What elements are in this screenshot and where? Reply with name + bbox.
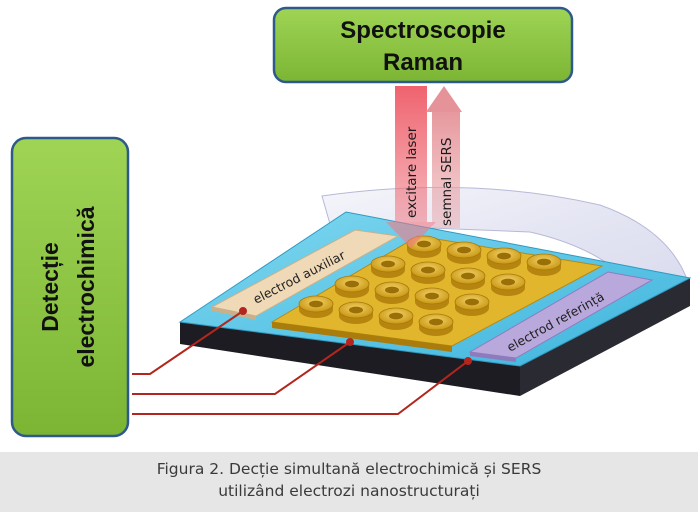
nanoring bbox=[414, 287, 450, 310]
wire-auxiliary bbox=[132, 310, 244, 375]
nanoring bbox=[486, 247, 522, 270]
substrate-side-front bbox=[180, 322, 520, 396]
electro-title-line2: electrochimică bbox=[73, 206, 99, 367]
substrate-side-right bbox=[520, 278, 690, 396]
nanoring bbox=[454, 293, 490, 316]
caption-line1: Figura 2. Decție simultană electrochimic… bbox=[156, 460, 542, 478]
wire-working bbox=[132, 341, 351, 395]
laser-excitation-label: excitare laser bbox=[404, 126, 420, 218]
nanoring bbox=[374, 281, 410, 304]
nanoring-array bbox=[298, 235, 562, 336]
raman-title-line1: Spectroscopie bbox=[340, 17, 505, 44]
raman-title-line2: Raman bbox=[383, 49, 463, 76]
nanoring bbox=[334, 275, 370, 298]
nanoring bbox=[338, 301, 374, 324]
raman-spectroscopy-box: Spectroscopie Raman bbox=[272, 6, 574, 84]
wire-reference bbox=[132, 360, 469, 415]
figure-caption: Figura 2. Decție simultană electrochimic… bbox=[0, 452, 698, 512]
nanoring bbox=[378, 307, 414, 330]
connection-wires bbox=[132, 307, 472, 415]
nanoring bbox=[450, 267, 486, 290]
sers-electrochemical-diagram: excitare laser semnal SERS electrod auxi… bbox=[10, 6, 692, 438]
caption-line2: utilizând electrozi nanostructurați bbox=[218, 482, 480, 500]
laser-excitation-arrow bbox=[386, 86, 436, 248]
nanoring bbox=[526, 253, 562, 276]
nanoring bbox=[406, 235, 442, 258]
sers-signal-label: semnal SERS bbox=[439, 138, 455, 226]
nanoring bbox=[370, 255, 406, 278]
nanoring bbox=[298, 295, 334, 318]
nanoring bbox=[418, 313, 454, 336]
electro-title-line1: Detecție bbox=[37, 242, 64, 331]
nanoring bbox=[446, 241, 482, 264]
sers-signal-arrow bbox=[426, 86, 462, 228]
nanoring bbox=[410, 261, 446, 284]
nanoring bbox=[490, 273, 526, 296]
electrochemical-detection-box: Detecție electrochimică bbox=[10, 136, 130, 438]
